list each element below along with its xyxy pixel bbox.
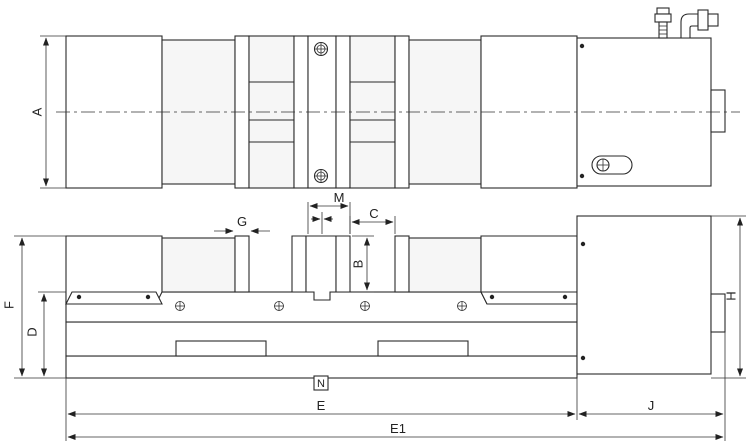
dimension-i — [311, 212, 333, 234]
top-slot — [591, 155, 633, 175]
dimension-f: F — [1, 235, 66, 379]
front-base — [65, 355, 578, 379]
label-a: A — [29, 107, 44, 116]
dimension-j: J — [578, 332, 726, 441]
label-m: M — [334, 190, 345, 205]
dimension-d: D — [24, 291, 66, 377]
dimension-b: B — [350, 235, 374, 293]
label-j: J — [648, 398, 655, 413]
label-f: F — [1, 301, 16, 309]
front-right-movable-jaw — [394, 235, 410, 293]
top-view — [56, 7, 740, 189]
front-body-lower — [65, 321, 578, 357]
screw-bottom-icon — [313, 168, 329, 184]
label-h: H — [723, 291, 738, 300]
hydraulic-fitting-icon — [654, 7, 719, 39]
label-c: C — [369, 206, 378, 221]
label-b: B — [350, 260, 365, 269]
screw-top-icon — [313, 41, 329, 57]
front-cylinder-port — [710, 293, 726, 333]
dimension-a: A — [29, 35, 66, 189]
front-cylinder-box — [576, 215, 712, 375]
cross-hole-icon — [175, 301, 467, 311]
front-left-movable-jaw — [234, 235, 250, 293]
label-n: N — [317, 378, 325, 390]
dimension-e: E — [65, 378, 578, 441]
dimension-m: M — [307, 190, 351, 234]
dimension-h: H — [711, 215, 746, 379]
label-e: E — [317, 398, 326, 413]
dimension-e1: E1 — [67, 421, 724, 440]
label-e1: E1 — [390, 421, 406, 436]
front-view — [65, 215, 726, 379]
label-g: G — [237, 214, 247, 229]
dimension-c: C — [349, 206, 396, 234]
dimension-n: N — [313, 375, 329, 391]
label-d: D — [24, 327, 39, 336]
dimension-g: G — [214, 214, 270, 234]
top-cylinder-port — [710, 89, 726, 133]
